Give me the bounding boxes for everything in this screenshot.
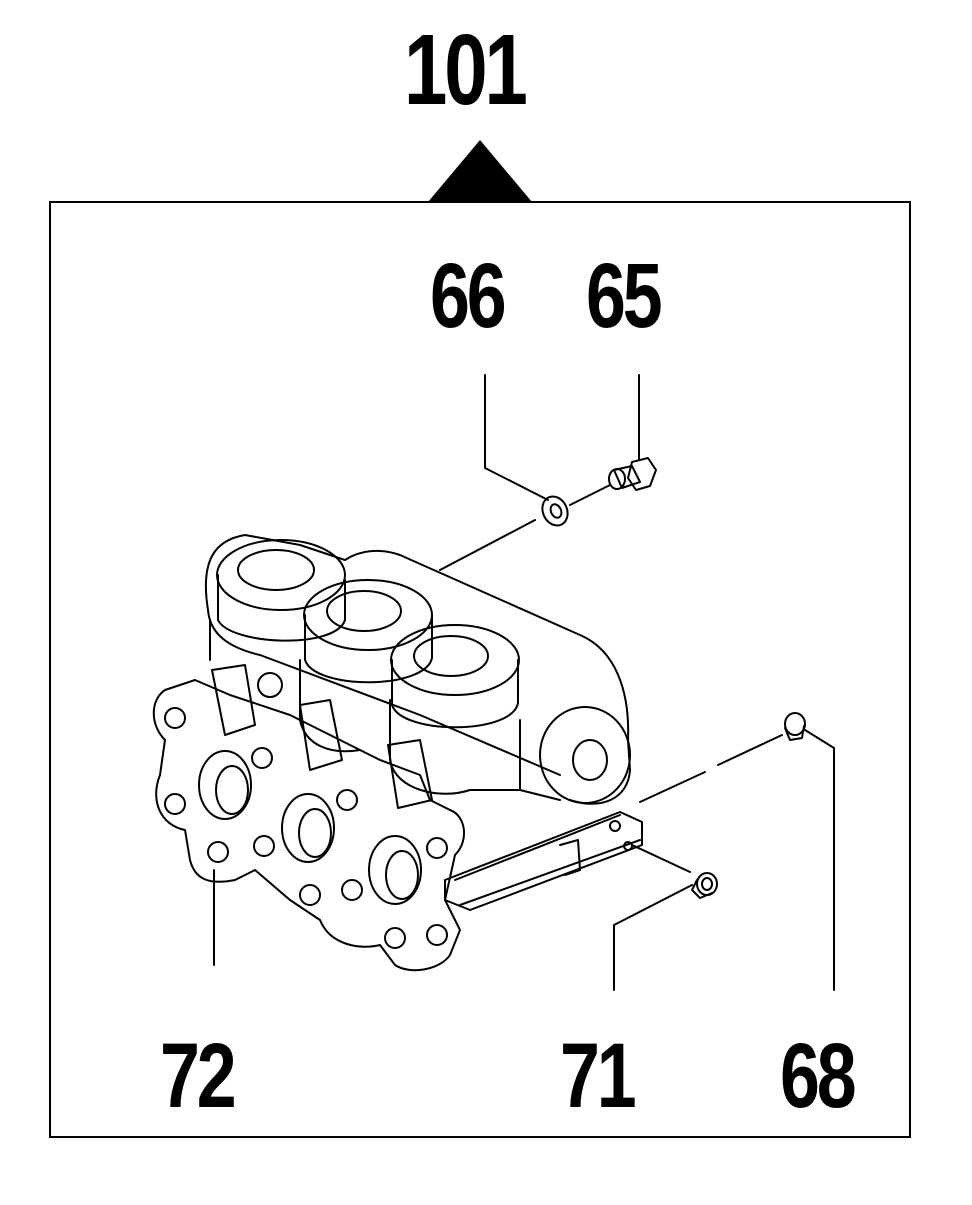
leader-65-to-washer xyxy=(569,484,611,506)
leader-71 xyxy=(613,884,693,991)
part-68-plug xyxy=(784,712,806,741)
part-71-plug xyxy=(691,872,718,899)
axis-68-b xyxy=(717,734,783,766)
callout-101: 101 xyxy=(404,14,528,126)
callout-72: 72 xyxy=(160,1025,237,1127)
part-72-manifold xyxy=(152,534,643,972)
axis-71 xyxy=(631,844,691,873)
callout-66: 66 xyxy=(430,245,507,347)
leader-66-to-body xyxy=(439,519,536,571)
callout-65: 65 xyxy=(586,245,663,347)
leader-66 xyxy=(484,374,549,501)
leader-68 xyxy=(804,729,835,991)
assembly-pointer-triangle xyxy=(428,140,532,202)
part-65-screw xyxy=(608,457,657,491)
part-66-washer xyxy=(541,495,569,527)
callout-68: 68 xyxy=(780,1025,857,1127)
axis-68-a xyxy=(639,771,706,803)
callout-71: 71 xyxy=(560,1025,637,1127)
